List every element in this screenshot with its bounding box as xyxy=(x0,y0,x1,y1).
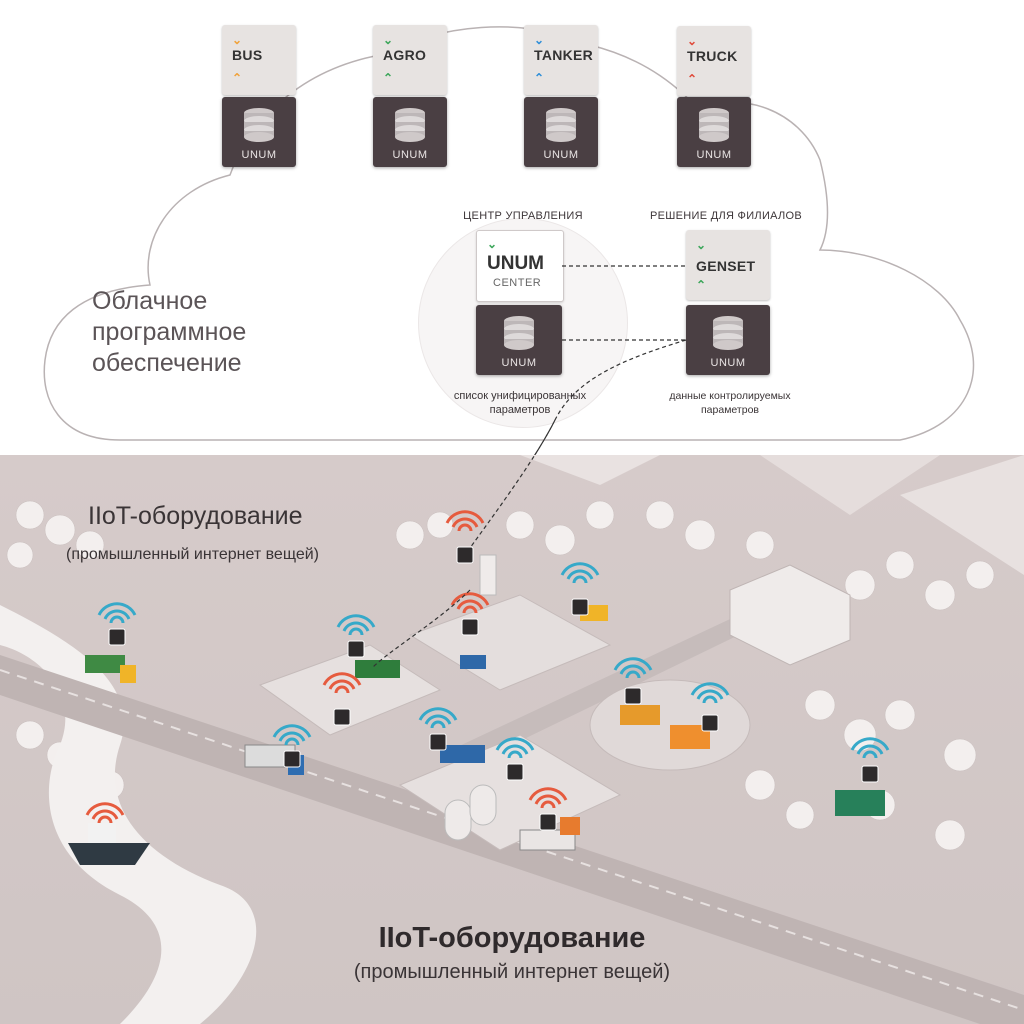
arrow-down-icon: ⌄ xyxy=(232,33,243,47)
iiot-title-bottom: IIoT-оборудование xyxy=(378,922,646,954)
database-tanker[interactable]: UNUM xyxy=(524,97,598,167)
database-icon xyxy=(699,108,729,142)
module-name: GENSET xyxy=(696,258,756,274)
module-name: TRUCK xyxy=(687,48,738,64)
db-label: UNUM xyxy=(241,149,277,161)
genset-caption-line1: данные контролируемых xyxy=(669,390,791,402)
module-truck[interactable]: ⌄ TRUCK ⌃ xyxy=(677,26,751,96)
control-center-heading: ЦЕНТР УПРАВЛЕНИЯ xyxy=(463,210,583,222)
module-name: AGRO xyxy=(383,47,427,63)
db-label: UNUM xyxy=(710,357,746,369)
branch-heading: РЕШЕНИЕ ДЛЯ ФИЛИАЛОВ xyxy=(649,210,803,222)
arrow-up-icon: ⌃ xyxy=(534,71,545,85)
db-label: UNUM xyxy=(392,149,428,161)
center-caption-line2: параметров xyxy=(489,404,551,416)
iiot-landscape xyxy=(0,455,1024,1024)
cloud-title-line1: Облачное xyxy=(92,287,208,315)
unum-center-box[interactable]: ⌄ UNUM CENTER xyxy=(476,230,564,302)
database-icon xyxy=(546,108,576,142)
center-caption-line1: список унифицированных xyxy=(453,390,587,402)
genset-caption: данные контролируемых параметров xyxy=(640,389,820,417)
database-agro[interactable]: UNUM xyxy=(373,97,447,167)
arrow-down-icon: ⌄ xyxy=(696,238,707,252)
module-agro[interactable]: ⌄ AGRO ⌃ xyxy=(373,25,447,95)
cloud-title-line2: программное xyxy=(92,318,247,346)
cloud-title: Облачное программное обеспечение xyxy=(92,286,246,379)
database-icon xyxy=(713,316,743,350)
unum-center-name: UNUM xyxy=(487,253,544,274)
db-label: UNUM xyxy=(543,149,579,161)
arrow-up-icon: ⌃ xyxy=(232,71,243,85)
iiot-title-top: IIoT-оборудование xyxy=(88,502,303,530)
db-label: UNUM xyxy=(501,357,537,369)
arrow-up-icon: ⌃ xyxy=(696,278,707,292)
arrow-down-icon: ⌄ xyxy=(687,34,698,48)
database-icon xyxy=(504,316,534,350)
genset-caption-line2: параметров xyxy=(701,404,759,416)
arrow-up-icon: ⌃ xyxy=(383,71,394,85)
db-label: UNUM xyxy=(696,149,732,161)
database-center[interactable]: UNUM xyxy=(476,305,562,375)
check-icon: ⌄ xyxy=(487,237,498,251)
module-name: TANKER xyxy=(534,47,594,63)
database-truck[interactable]: UNUM xyxy=(677,97,751,167)
database-icon xyxy=(244,108,274,142)
arrow-up-icon: ⌃ xyxy=(687,72,698,86)
database-genset[interactable]: UNUM xyxy=(686,305,770,375)
module-name: BUS xyxy=(232,47,263,63)
iiot-subtitle-top: (промышленный интернет вещей) xyxy=(66,546,319,563)
database-icon xyxy=(395,108,425,142)
module-genset[interactable]: ⌄ GENSET ⌃ xyxy=(686,230,770,300)
wifi-icons xyxy=(85,510,890,831)
arrow-down-icon: ⌄ xyxy=(383,33,394,47)
module-bus[interactable]: ⌄ BUS ⌃ xyxy=(222,25,296,95)
unum-center-sub: CENTER xyxy=(493,277,542,289)
iiot-subtitle-bottom: (промышленный интернет вещей) xyxy=(353,961,671,983)
cloud-title-line3: обеспечение xyxy=(92,349,242,377)
module-tanker[interactable]: ⌄ TANKER ⌃ xyxy=(524,25,598,95)
center-caption: список унифицированных параметров xyxy=(420,389,620,417)
database-bus[interactable]: UNUM xyxy=(222,97,296,167)
arrow-down-icon: ⌄ xyxy=(534,33,545,47)
